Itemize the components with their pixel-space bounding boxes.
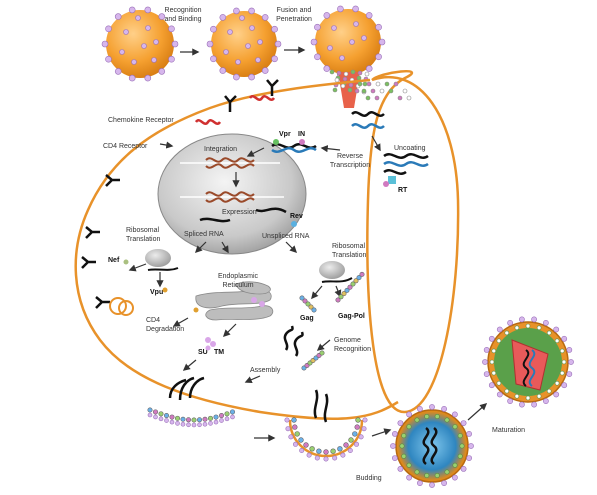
arrow-to-degradation [172, 317, 189, 327]
arrow-spliced-out-2 [221, 241, 229, 254]
label-vpr: Vpr [279, 131, 291, 138]
label-genome-2: Recognition [334, 346, 371, 353]
mature-virion [482, 316, 574, 408]
spliced-rna-strand [199, 217, 231, 223]
host-dna-lines [180, 162, 284, 198]
integrated-dna-top [205, 157, 255, 169]
virion-2-spikes [206, 7, 282, 81]
arrow-spliced-out-1 [194, 241, 207, 254]
label-er-1: Endoplasmic [218, 273, 259, 280]
ribosome-right [319, 261, 345, 279]
integrated-dna-bottom [205, 191, 255, 203]
arrow-rt-to-nucleus [320, 145, 341, 153]
label-er-2: Reticulum [222, 282, 253, 289]
label-fusion-1: Fusion and [277, 7, 312, 14]
nef-protein [123, 259, 129, 265]
label-fusion-2: Penetration [276, 16, 312, 23]
label-expression: Expression [222, 209, 257, 216]
arrow-ribo-to-gagpol [334, 285, 342, 298]
label-reverse-1: Reverse [337, 153, 363, 160]
preintegration-complex [271, 139, 317, 153]
endoplasmic-reticulum [195, 281, 274, 321]
arrow-to-uncoating [371, 135, 381, 152]
arrow-unspliced-out [285, 241, 298, 254]
su-tm-protein [205, 337, 216, 351]
arrow-into-nucleus [246, 147, 265, 157]
label-gag: Gag [300, 315, 314, 322]
genome-gag-complex [301, 350, 325, 371]
ribosome-left [145, 249, 171, 267]
arrow-cd4-receptor [159, 141, 174, 149]
label-vpu: Vpu [150, 289, 163, 296]
label-su: SU [198, 349, 208, 356]
env-glycoproteins [193, 297, 265, 313]
label-genome-1: Genome [334, 337, 361, 344]
budding-site [284, 389, 368, 462]
label-rev: Rev [290, 213, 303, 220]
ribosome-left-mrna [147, 267, 179, 271]
gag-polyprotein [299, 295, 317, 313]
ribosome-right-mrna [321, 277, 353, 283]
arrow-budding-to-released [371, 428, 392, 437]
label-cd4-degradation-1: CD4 [146, 317, 160, 324]
arrow-ribo-to-gag [311, 285, 323, 300]
arrow-ribo-to-nef [128, 263, 147, 272]
label-tm: TM [214, 349, 224, 356]
label-integration: Integration [204, 146, 237, 153]
label-uncoating: Uncoating [394, 145, 426, 152]
rev-protein [291, 221, 297, 227]
label-ribo-left-2: Translation [126, 236, 160, 243]
label-cd4-receptor: CD4 Receptor [103, 143, 148, 150]
label-recognition-2: and Binding [165, 16, 202, 23]
arrow-sutm-to-membrane [182, 359, 197, 371]
label-ribo-left-1: Ribosomal [126, 227, 160, 234]
uncoating-granules [357, 81, 412, 101]
endocytosed-cd4 [109, 297, 134, 316]
arrow-to-assembly [244, 375, 261, 384]
label-ribo-right-2: Translation [332, 252, 366, 259]
label-cd4-degradation-2: Degradation [146, 326, 184, 333]
arrow-to-maturation [467, 403, 488, 421]
cd4-receptor-icons [81, 79, 279, 309]
assembly-site [147, 376, 236, 428]
arrow-genome-recognition [316, 339, 331, 351]
genome-rna-1 [283, 325, 294, 351]
label-nef: Nef [108, 257, 120, 264]
vpu-protein [162, 287, 168, 293]
immature-virion [390, 404, 474, 488]
virion-3-fusing [310, 5, 386, 108]
virion-2 [206, 7, 282, 81]
unspliced-rna-strand [255, 207, 287, 214]
label-spliced-rna: Spliced RNA [184, 231, 224, 238]
label-unspliced-rna: Unspliced RNA [262, 233, 310, 240]
label-reverse-2: Transcription [330, 162, 370, 169]
label-ribo-right-1: Ribosomal [332, 243, 366, 250]
arrow-er-to-sutm [222, 323, 237, 338]
gag-pol-polyprotein [335, 271, 365, 303]
membrane-loop [366, 69, 460, 414]
label-rt: RT [398, 187, 408, 194]
virion-1-spikes [101, 6, 179, 82]
rt-complex [351, 111, 429, 187]
virion-1 [101, 6, 179, 82]
label-in: IN [298, 131, 305, 138]
label-chemokine-receptor: Chemokine Receptor [108, 117, 174, 124]
label-assembly: Assembly [250, 367, 281, 374]
label-recognition-1: Recognition [165, 7, 202, 14]
chemokine-receptor-icon [194, 95, 276, 125]
label-budding: Budding [356, 475, 382, 482]
genome-rna-2 [293, 331, 304, 357]
label-gag-pol: Gag-Pol [338, 313, 365, 320]
label-maturation: Maturation [492, 427, 525, 434]
cell-membrane [74, 78, 399, 420]
